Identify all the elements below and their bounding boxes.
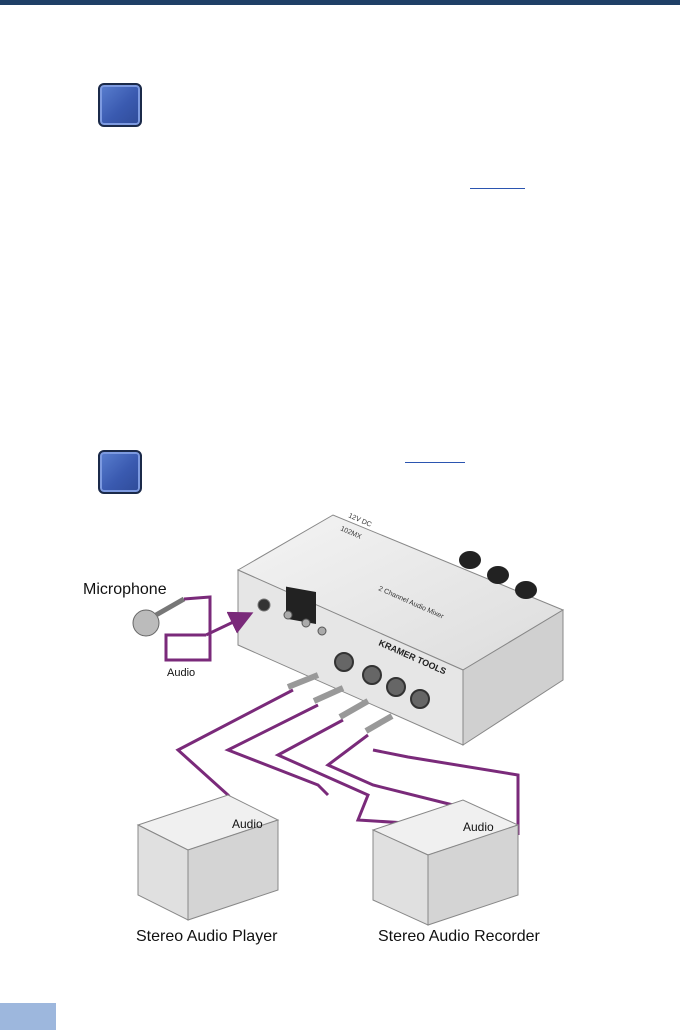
connection-diagram-svg: KRAMER TOOLS 2 Channel Audio Mixer 102MX… (132, 512, 565, 926)
microphone-label: Microphone (83, 581, 167, 598)
header-bar (0, 0, 680, 5)
mic-audio-label: Audio (167, 667, 196, 679)
connection-diagram: KRAMER TOOLS 2 Channel Audio Mixer 102MX… (78, 495, 578, 955)
recorder-label: Stereo Audio Recorder (378, 928, 540, 945)
microphone (132, 595, 254, 662)
recorder-audio-label: Audio (463, 820, 494, 834)
cross-reference-link[interactable] (470, 188, 525, 189)
rca-cables (175, 672, 520, 835)
note-icon (98, 83, 142, 127)
page-number-box (0, 1003, 56, 1030)
stereo-audio-player (136, 794, 280, 921)
audio-mixer-device: KRAMER TOOLS 2 Channel Audio Mixer 102MX… (236, 512, 565, 746)
figure-reference-link[interactable] (405, 462, 465, 463)
kramer-logo (286, 586, 316, 624)
player-audio-label: Audio (232, 817, 263, 831)
player-label: Stereo Audio Player (136, 928, 278, 945)
stereo-audio-recorder (371, 799, 520, 926)
note-icon-2 (98, 450, 142, 494)
level-knobs[interactable] (459, 551, 537, 599)
